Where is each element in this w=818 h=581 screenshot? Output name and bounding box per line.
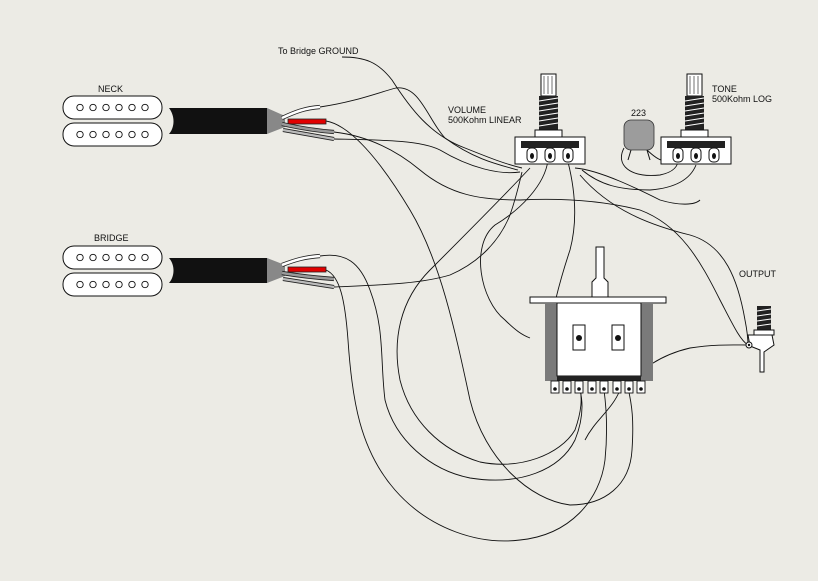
- capacitor-label: 223: [631, 108, 647, 118]
- bridge-ground-label: To Bridge GROUND: [278, 46, 359, 56]
- tone-spec-label: 500Kohm LOG: [712, 94, 773, 104]
- neck-pickup: [62, 95, 163, 147]
- output-label: OUTPUT: [739, 269, 776, 279]
- tone-pot: [660, 73, 732, 165]
- selector-switch: [529, 246, 667, 394]
- bridge-cable: [169, 253, 335, 289]
- bridge-pickup: [62, 245, 163, 297]
- output-jack: [745, 306, 775, 373]
- volume-pot: [514, 73, 586, 165]
- volume-spec-label: 500Kohm LINEAR: [448, 115, 522, 125]
- wires: [319, 56, 749, 542]
- bridge-label: BRIDGE: [94, 233, 129, 243]
- tone-title-label: TONE: [712, 84, 737, 94]
- tone-capacitor: [623, 119, 655, 161]
- neck-label: NECK: [98, 84, 124, 94]
- neck-cable: [169, 104, 335, 141]
- volume-title-label: VOLUME: [448, 105, 487, 115]
